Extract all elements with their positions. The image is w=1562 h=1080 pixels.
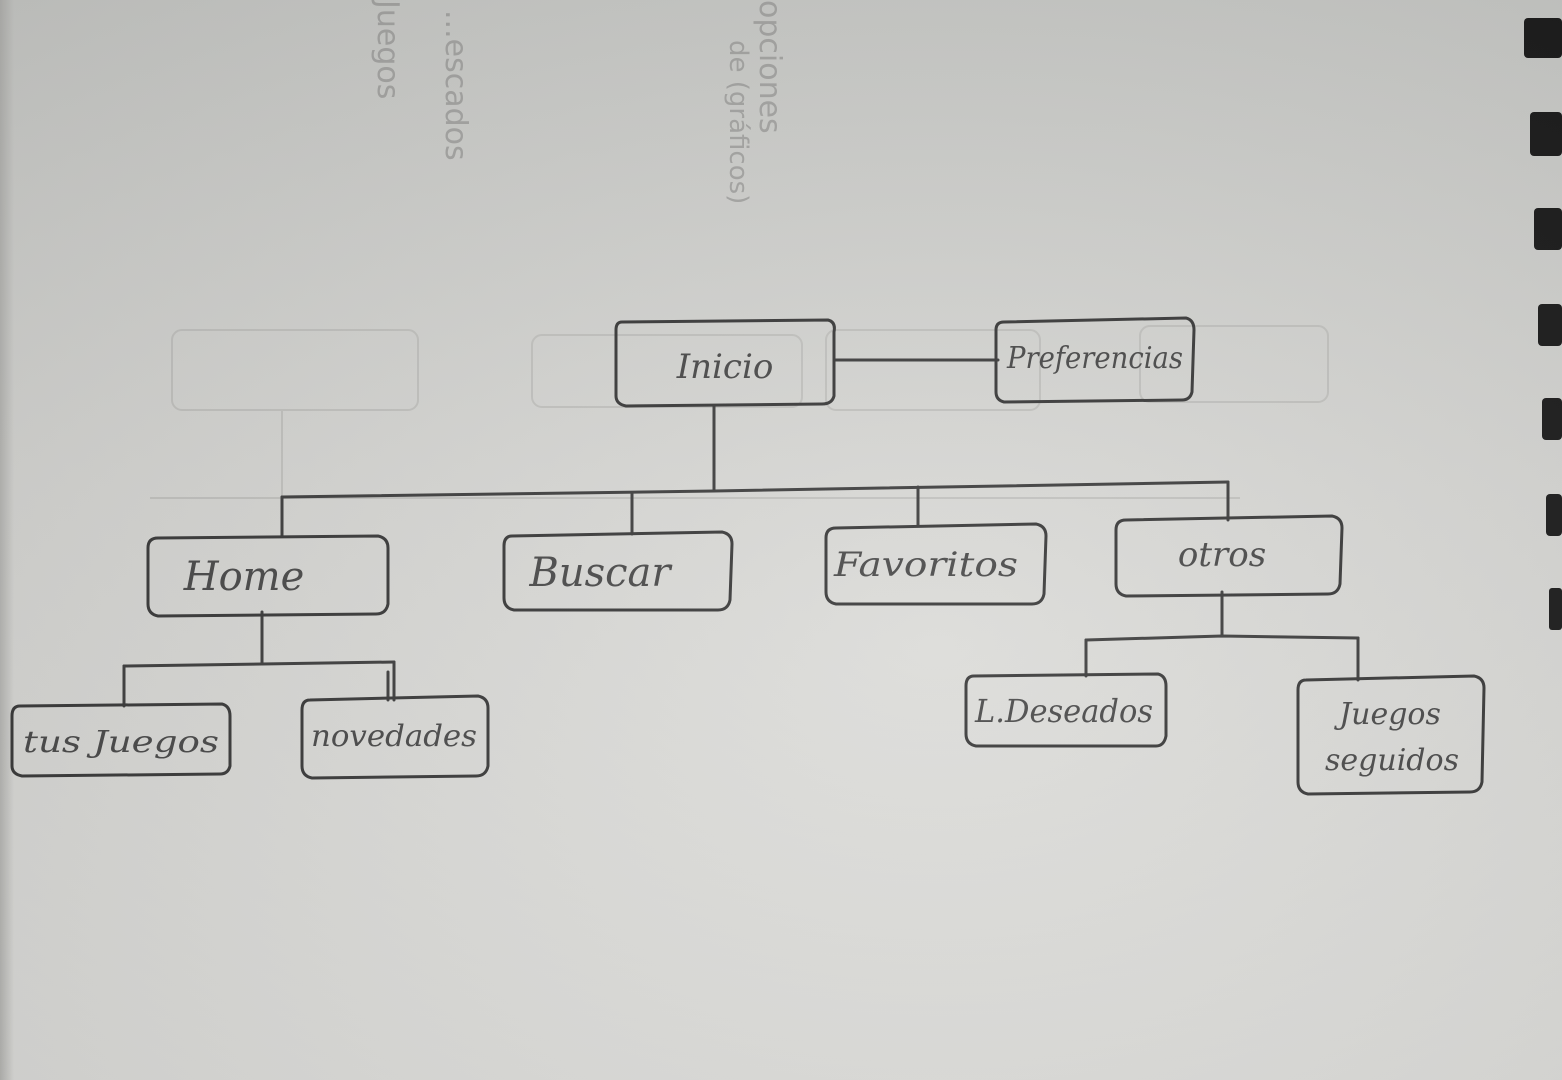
boxes xyxy=(10,316,1486,796)
tus-juegos-label: tus Juegos xyxy=(23,725,219,760)
home-box xyxy=(146,534,390,618)
juegos-seguidos-label: Juegos xyxy=(1333,697,1441,732)
juegos-seguidos-box xyxy=(1296,674,1486,796)
otros-box xyxy=(1114,514,1344,598)
novedades-box xyxy=(300,694,490,780)
faint-note-4: de (gráficos) xyxy=(723,40,753,204)
preferencias-label: Preferencias xyxy=(1006,341,1183,376)
page-shadow xyxy=(0,0,14,1080)
favoritos-label: Favoritos xyxy=(833,545,1018,585)
faint-note-2: Juegos xyxy=(370,0,405,99)
labels: Inicio Preferencias Home Buscar Favorito… xyxy=(23,341,1459,778)
home-label: Home xyxy=(183,554,305,600)
preferencias-box xyxy=(994,316,1196,404)
novedades-label: novedades xyxy=(311,719,477,754)
tus-juegos-box xyxy=(10,702,232,778)
juegos-seguidos-label-line2: seguidos xyxy=(1325,743,1459,778)
spiral-binding xyxy=(1524,18,1562,630)
inicio-box xyxy=(614,318,836,408)
l-deseados-box xyxy=(964,672,1168,748)
favoritos-box xyxy=(824,522,1048,606)
buscar-box xyxy=(502,530,734,612)
inicio-label: Inicio xyxy=(676,347,774,387)
connectors xyxy=(122,358,1360,708)
faint-note-1: ...escados xyxy=(438,10,473,161)
faint-note-3: opciones xyxy=(752,0,787,134)
l-deseados-label: L.Deseados xyxy=(974,692,1153,730)
buscar-label: Buscar xyxy=(528,550,673,596)
ghost-impressions xyxy=(150,325,1329,499)
otros-label: otros xyxy=(1178,535,1266,575)
faint-notes: ...escados Juegos opciones de (gráficos) xyxy=(370,0,787,204)
